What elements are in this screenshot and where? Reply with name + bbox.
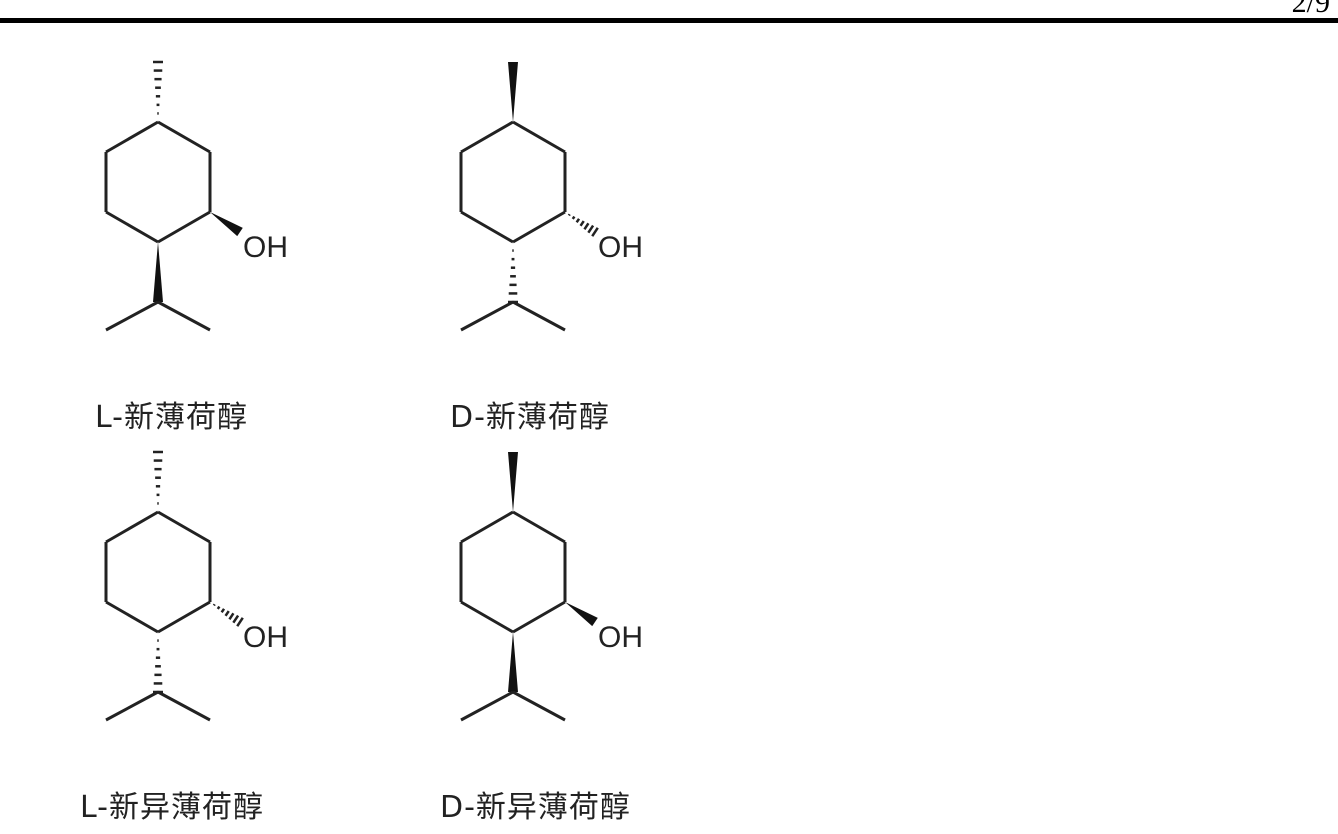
hydroxyl-label: OH bbox=[598, 231, 643, 264]
ring-bond bbox=[157, 210, 211, 244]
hydroxyl-bond bbox=[212, 603, 244, 627]
structure-2: OH bbox=[459, 62, 643, 332]
hydroxyl-label: OH bbox=[243, 621, 288, 654]
isopropyl-methyl-bond bbox=[460, 300, 514, 332]
ring-bond bbox=[105, 600, 159, 634]
isopropyl-methyl-bond bbox=[157, 690, 211, 722]
ring-bond bbox=[157, 600, 211, 634]
ring-bond bbox=[105, 510, 159, 544]
ring-bond bbox=[105, 210, 159, 244]
methyl-bond bbox=[153, 450, 163, 505]
structure-label: L-新异薄荷醇 bbox=[80, 790, 265, 825]
isopropyl-bond bbox=[508, 249, 518, 304]
ring-bond bbox=[105, 120, 159, 154]
isopropyl-bond bbox=[153, 639, 163, 694]
ring-bond bbox=[512, 120, 566, 154]
hydroxyl-bond bbox=[565, 602, 598, 627]
ring-bond bbox=[460, 600, 514, 634]
structure-label: D-新异薄荷醇 bbox=[440, 790, 631, 825]
methyl-bond bbox=[508, 62, 518, 122]
structure-1: OH bbox=[104, 60, 288, 332]
hydroxyl-label: OH bbox=[243, 231, 288, 264]
ring-bond bbox=[512, 210, 566, 244]
ring-bond bbox=[157, 510, 211, 544]
header-rule bbox=[0, 18, 1338, 23]
isopropyl-methyl-bond bbox=[157, 300, 211, 332]
ring-bond bbox=[460, 510, 514, 544]
methyl-bond bbox=[153, 60, 163, 115]
ring-bond bbox=[512, 600, 566, 634]
isopropyl-methyl-bond bbox=[105, 300, 159, 332]
ring-bond bbox=[460, 120, 514, 154]
ring-bond bbox=[460, 210, 514, 244]
isopropyl-bond bbox=[153, 242, 163, 302]
isopropyl-methyl-bond bbox=[460, 690, 514, 722]
isopropyl-bond bbox=[508, 632, 518, 692]
page-number: 2/9 bbox=[1291, 0, 1330, 19]
hydroxyl-label: OH bbox=[598, 621, 643, 654]
structure-label: D-新薄荷醇 bbox=[450, 400, 610, 435]
isopropyl-methyl-bond bbox=[512, 300, 566, 332]
hydroxyl-bond bbox=[210, 212, 243, 237]
methyl-bond bbox=[508, 452, 518, 512]
isopropyl-methyl-bond bbox=[512, 690, 566, 722]
isopropyl-methyl-bond bbox=[105, 690, 159, 722]
structure-4: OH bbox=[459, 452, 643, 722]
ring-bond bbox=[512, 510, 566, 544]
hydroxyl-bond bbox=[567, 213, 599, 237]
structure-3: OH bbox=[104, 450, 288, 722]
structure-label: L-新薄荷醇 bbox=[95, 400, 249, 435]
ring-bond bbox=[157, 120, 211, 154]
